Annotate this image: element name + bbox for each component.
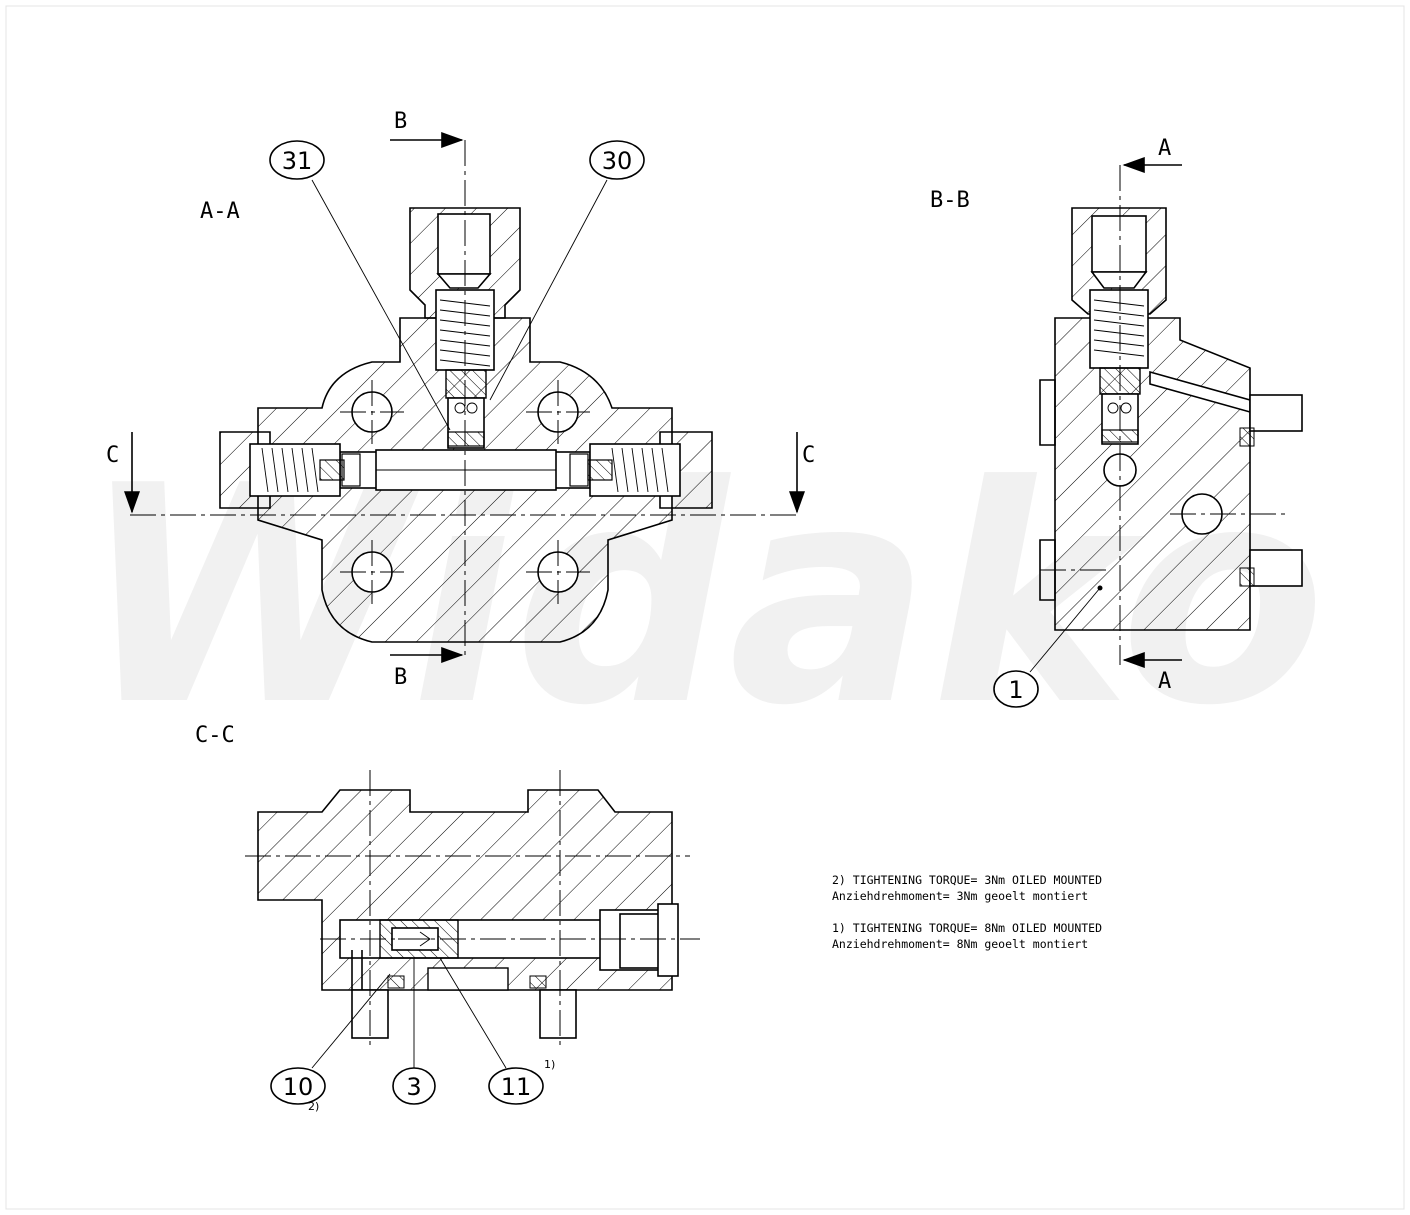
callout-11: 11 1) xyxy=(439,957,555,1105)
callout-1: 1 xyxy=(993,585,1103,708)
section-c-right: C xyxy=(802,443,815,468)
aa-top-port xyxy=(437,213,491,275)
view-cc-title: C-C xyxy=(195,723,235,748)
svg-text:2): 2) xyxy=(308,1100,319,1113)
section-a-top: A xyxy=(1158,136,1171,161)
section-c-left: C xyxy=(106,443,119,468)
svg-text:11: 11 xyxy=(501,1073,532,1101)
note-2-en: 2) TIGHTENING TORQUE= 3Nm OILED MOUNTED xyxy=(832,873,1102,887)
torque-notes: 2) TIGHTENING TORQUE= 3Nm OILED MOUNTED … xyxy=(832,873,1102,951)
svg-text:31: 31 xyxy=(282,147,313,175)
view-aa xyxy=(124,132,805,663)
svg-text:1: 1 xyxy=(1008,676,1023,704)
svg-text:30: 30 xyxy=(602,147,633,175)
section-b-bottom: B xyxy=(394,665,407,690)
callout-10: 10 2) xyxy=(270,973,391,1113)
bb-body xyxy=(1054,317,1251,631)
svg-text:1): 1) xyxy=(544,1058,555,1071)
frame xyxy=(5,5,1405,1210)
svg-text:10: 10 xyxy=(283,1073,314,1101)
view-aa-title: A-A xyxy=(200,199,240,224)
callout-3: 3 xyxy=(392,958,436,1105)
note-2-de: Anziehdrehmoment= 3Nm geoelt montiert xyxy=(832,889,1088,903)
view-bb xyxy=(1039,157,1303,668)
note-1-de: Anziehdrehmoment= 8Nm geoelt montiert xyxy=(832,937,1088,951)
view-cc xyxy=(245,770,700,1048)
callout-31: 31 xyxy=(269,140,451,431)
svg-text:3: 3 xyxy=(406,1073,421,1101)
callout-30: 30 xyxy=(489,140,645,401)
note-1-en: 1) TIGHTENING TORQUE= 8Nm OILED MOUNTED xyxy=(832,921,1102,935)
section-b-top: B xyxy=(394,109,407,134)
view-bb-title: B-B xyxy=(930,188,970,213)
section-a-bottom: A xyxy=(1158,669,1171,694)
